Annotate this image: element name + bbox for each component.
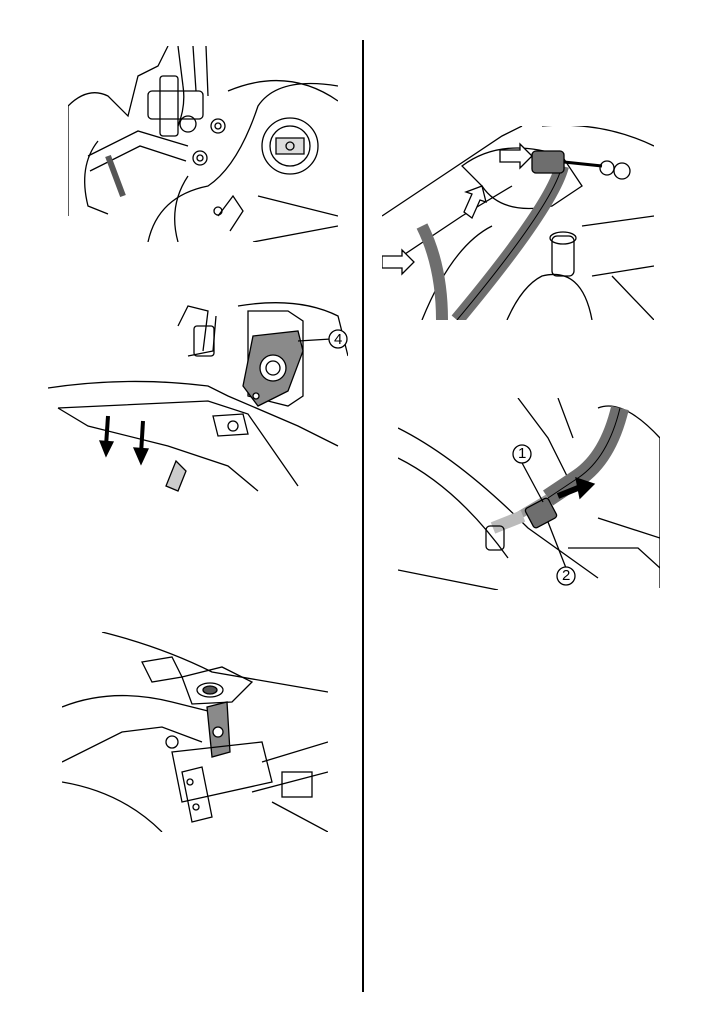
figure-fuel-hose-release	[382, 126, 654, 320]
figure-tank-bracket: 4	[48, 296, 348, 496]
figure-hose-connector: 1 2	[398, 398, 660, 590]
figure-bracket-mount	[62, 632, 328, 832]
callout-1: 1	[518, 445, 526, 462]
callout-2: 2	[562, 567, 570, 584]
figure-fuel-tank-top	[68, 46, 338, 242]
column-divider	[362, 40, 364, 992]
callout-4: 4	[334, 331, 342, 348]
